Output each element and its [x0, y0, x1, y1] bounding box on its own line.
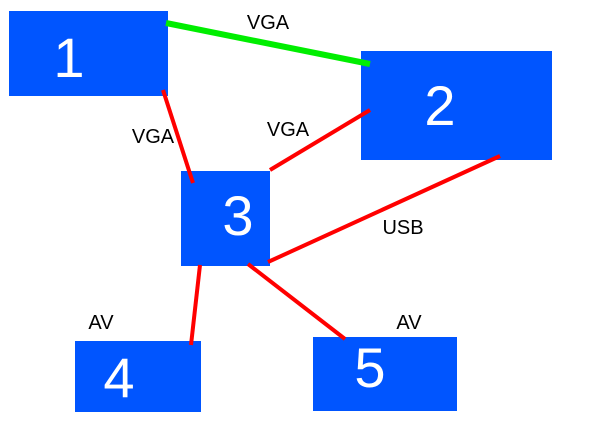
node-5-label: 5	[354, 336, 386, 399]
node-4-label: 4	[103, 346, 135, 409]
node-3	[181, 171, 270, 266]
edge-3-5	[246, 262, 347, 341]
edge-label-1-3: VGA	[131, 126, 175, 148]
edge-3-2-vga	[268, 108, 372, 172]
edge-label-3-2-usb: USB	[382, 217, 424, 239]
edge-label-1-2: VGA	[246, 12, 290, 34]
node-3-label: 3	[222, 184, 254, 247]
edge-label-3-2-vga: VGA	[266, 119, 310, 141]
edge-1-2	[165, 20, 371, 67]
node-4	[75, 341, 201, 412]
edge-3-4	[189, 264, 202, 346]
node-1	[9, 11, 168, 96]
edge-label-3-4: AV	[88, 312, 114, 334]
edge-label-3-5: AV	[396, 312, 422, 334]
node-1-label: 1	[53, 26, 85, 89]
node-5	[313, 337, 457, 411]
node-2	[361, 51, 552, 160]
edge-3-2-usb	[267, 154, 501, 264]
edge-1-3	[161, 89, 195, 184]
node-2-label: 2	[424, 74, 456, 137]
